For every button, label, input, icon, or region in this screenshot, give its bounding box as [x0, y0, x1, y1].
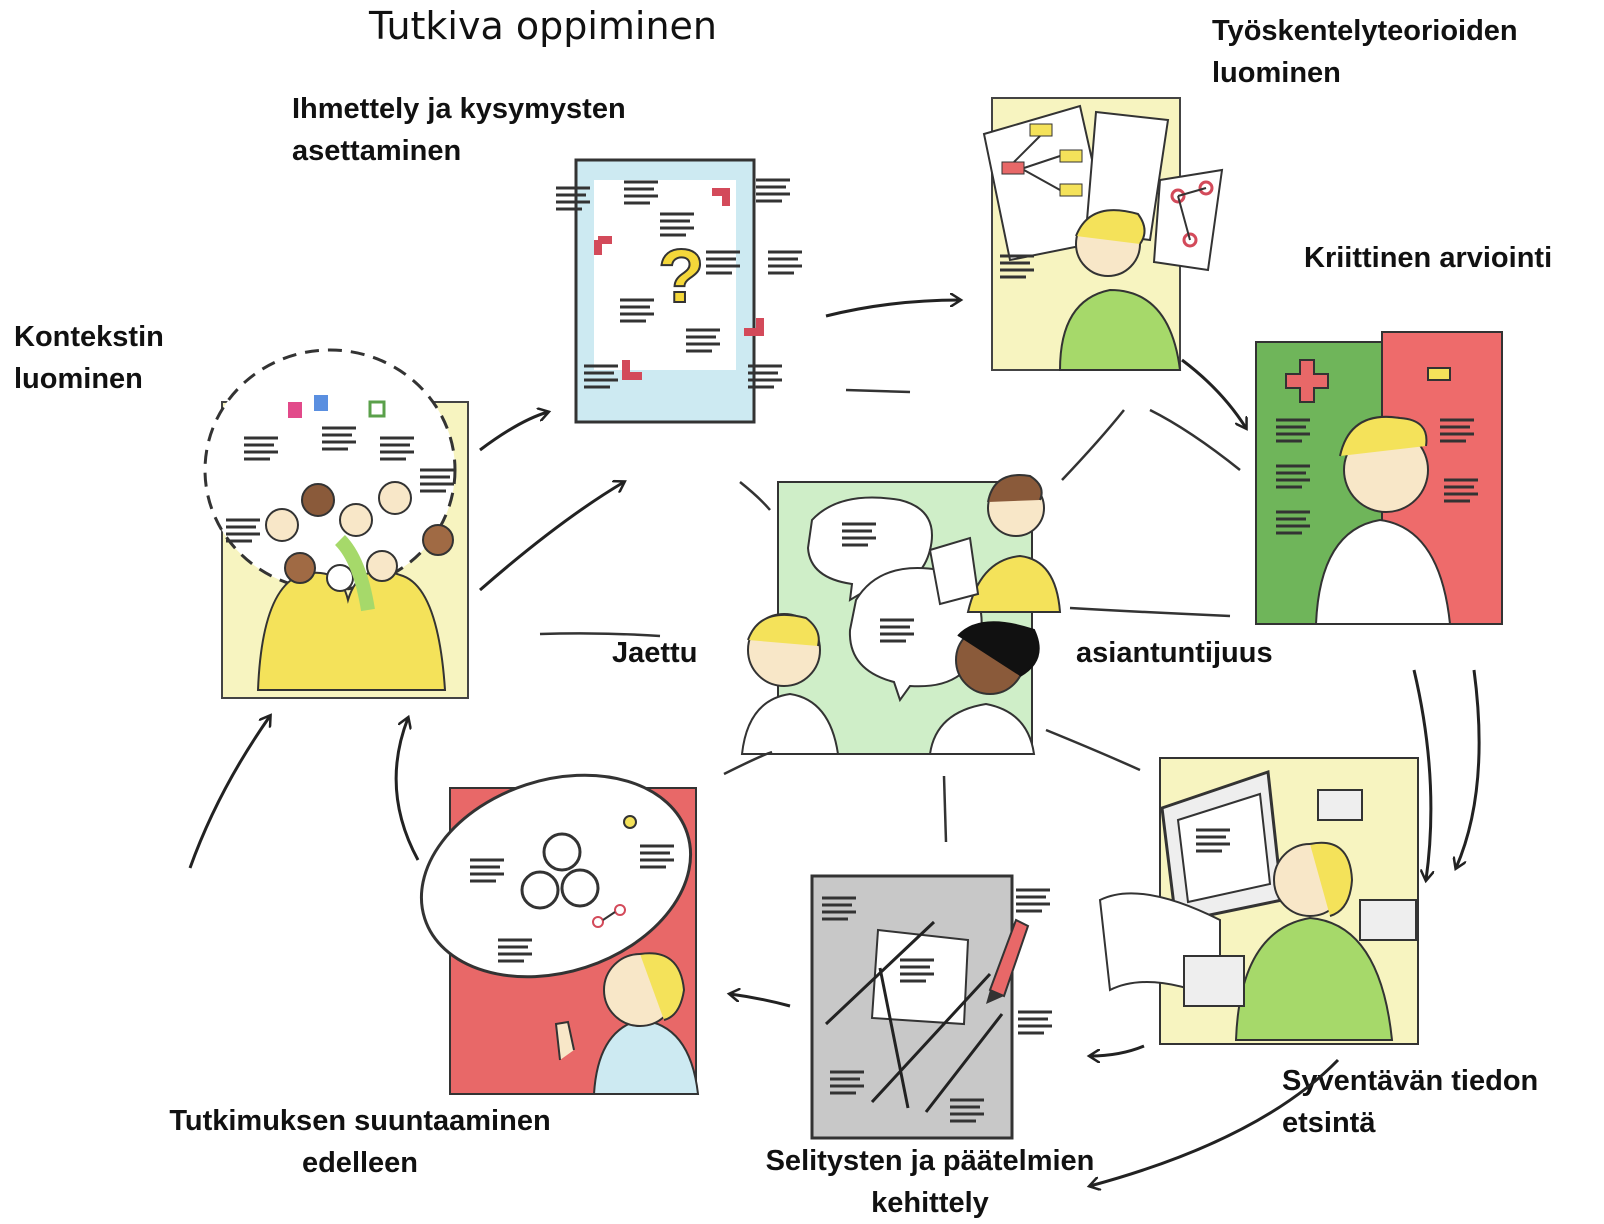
label-search-line1: Syventävän tiedon — [1282, 1065, 1539, 1097]
label-critical: Kriittinen arviointi — [1304, 237, 1552, 279]
label-explanations: Selitysten ja päätelmien kehittely — [730, 1140, 1130, 1224]
label-theories: Työskentelyteorioiden luominen — [1212, 10, 1518, 94]
shared-panel — [740, 474, 1062, 755]
explanations-panel — [810, 874, 1054, 1140]
label-context-line2: luominen — [14, 363, 143, 395]
label-theories-line1: Työskentelyteorioiden — [1212, 15, 1518, 47]
label-direction: Tutkimuksen suuntaaminen edelleen — [140, 1100, 580, 1184]
direction-panel — [419, 773, 700, 1095]
label-context: Kontekstin luominen — [14, 316, 164, 400]
skeptical-person-icon — [1314, 415, 1452, 625]
label-shared-right-line1: asiantuntijuus — [1076, 637, 1273, 669]
cycle-arrows — [188, 300, 1481, 1186]
question-mark-icon: ? — [658, 234, 704, 319]
connector-lines — [539, 388, 1241, 843]
pointing-person-icon — [554, 952, 700, 1095]
label-questions-line1: Ihmettely ja kysymysten — [292, 93, 626, 125]
speaking-person-right-icon — [928, 621, 1040, 755]
label-search: Syventävän tiedon etsintä — [1282, 1060, 1538, 1144]
label-explanations-line2: kehittely — [871, 1187, 989, 1219]
label-explanations-line1: Selitysten ja päätelmien — [765, 1145, 1095, 1177]
minus-icon — [1427, 367, 1451, 381]
label-questions-line2: asettaminen — [292, 135, 462, 167]
label-direction-line1: Tutkimuksen suuntaaminen — [169, 1105, 551, 1137]
context-panel — [203, 348, 469, 699]
speaking-person-top-icon — [928, 474, 1062, 613]
label-critical-line1: Kriittinen arviointi — [1304, 242, 1553, 274]
critical-panel — [1255, 331, 1503, 625]
theories-panel — [982, 97, 1224, 371]
label-questions: Ihmettely ja kysymysten asettaminen — [292, 88, 626, 172]
label-shared-left: Jaettu — [612, 632, 697, 674]
questions-panel: ? — [554, 158, 804, 424]
speaking-person-left-icon — [740, 613, 840, 755]
group-of-people-icon — [256, 481, 454, 691]
search-panel — [1098, 757, 1419, 1045]
label-shared-left-line1: Jaettu — [612, 637, 698, 669]
label-theories-line2: luominen — [1212, 57, 1341, 89]
plus-icon — [1285, 359, 1329, 403]
label-shared-right: asiantuntijuus — [1076, 632, 1273, 674]
researcher-person-icon — [1234, 841, 1394, 1041]
thinking-person-icon — [1058, 209, 1182, 371]
label-context-line1: Kontekstin — [14, 321, 164, 353]
label-search-line2: etsintä — [1282, 1107, 1376, 1139]
diagram-title: Tutkiva oppiminen — [369, 4, 718, 48]
pencil-icon — [986, 918, 1030, 1004]
label-direction-line2: edelleen — [301, 1147, 419, 1179]
